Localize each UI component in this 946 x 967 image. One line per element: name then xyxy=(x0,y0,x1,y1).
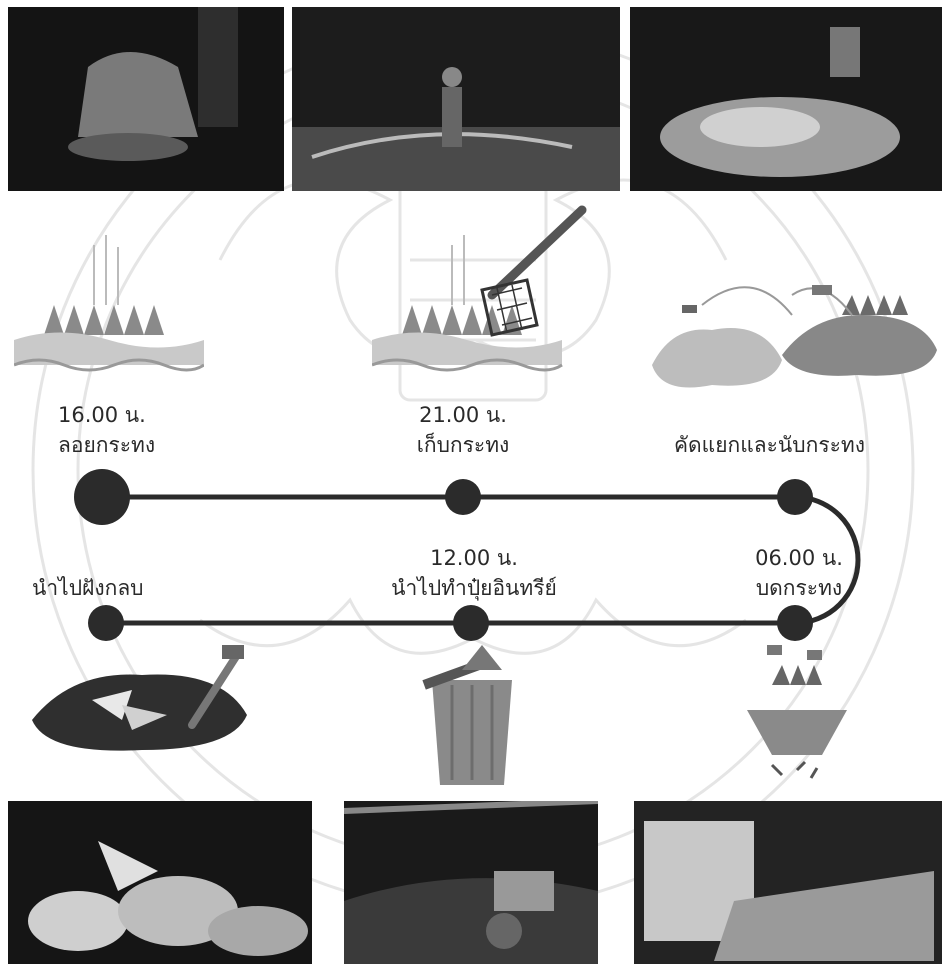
step3-label: คัดแยกและนับกระทง xyxy=(674,430,865,460)
step2-label: 21.00 น. เก็บกระทง xyxy=(408,400,518,460)
landfill-shovel-illustration xyxy=(32,645,247,751)
krathong-collect-net-illustration xyxy=(372,205,587,372)
compost-bin-illustration xyxy=(422,645,512,785)
step5-title: นำไปทำปุ๋ยอินทรีย์ xyxy=(391,576,557,600)
timeline-node-step6 xyxy=(88,605,124,641)
timeline-node-step3 xyxy=(777,479,813,515)
step1-title: ลอยกระทง xyxy=(58,433,156,457)
timeline-node-step5 xyxy=(453,605,489,641)
timeline-node-step1 xyxy=(74,469,130,525)
timeline-node-step4 xyxy=(777,605,813,641)
step4-time: 06.00 น. xyxy=(755,546,843,570)
step1-time: 16.00 น. xyxy=(58,403,146,427)
krathong-floating-illustration xyxy=(14,235,204,372)
photo-grinding-machine xyxy=(634,801,942,964)
step2-time: 21.00 น. xyxy=(419,403,507,427)
photo-landfill-pile xyxy=(8,801,312,964)
sorting-piles-illustration xyxy=(652,285,937,388)
step6-label: นำไปฝังกลบ xyxy=(32,573,144,603)
step3-title: คัดแยกและนับกระทง xyxy=(674,433,865,457)
grinder-funnel-illustration xyxy=(747,645,847,779)
photo-compost-loader xyxy=(344,801,598,964)
step4-label: 06.00 น. บดกระทง xyxy=(744,543,854,603)
step4-title: บดกระทง xyxy=(755,576,843,600)
step1-label: 16.00 น. ลอยกระทง xyxy=(58,400,155,460)
step5-time: 12.00 น. xyxy=(430,546,518,570)
timeline-node-step2 xyxy=(445,479,481,515)
step6-title: นำไปฝังกลบ xyxy=(32,576,144,600)
photo-collecting-krathong xyxy=(292,7,620,191)
step5-label: 12.00 น. นำไปทำปุ๋ยอินทรีย์ xyxy=(374,543,574,603)
step2-title: เก็บกระทง xyxy=(416,433,510,457)
photo-floating-krathong xyxy=(8,7,284,191)
photo-sorting-krathong xyxy=(630,7,942,191)
